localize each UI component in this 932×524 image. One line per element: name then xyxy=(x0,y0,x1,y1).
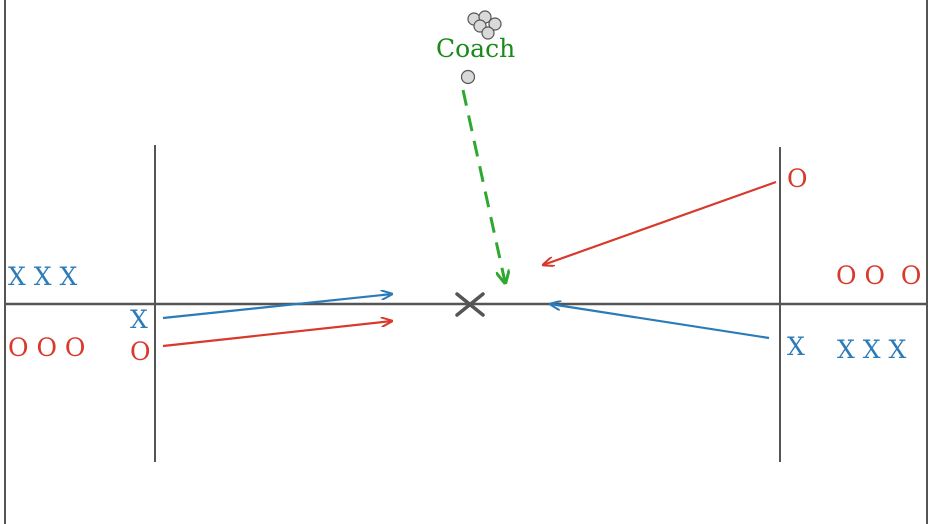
left-o-player: O xyxy=(130,337,151,366)
coach-ball-icon xyxy=(460,69,476,85)
right-x-group: X X X xyxy=(837,335,906,364)
ball-cluster-icon xyxy=(467,10,502,40)
cross-mark-icon xyxy=(455,292,485,317)
left-x-group: X X X xyxy=(8,262,77,291)
right-blue-run-arrow xyxy=(550,304,770,340)
right-o-group: O O O xyxy=(836,261,921,290)
left-blue-run-arrow xyxy=(162,294,392,320)
left-red-run-arrow xyxy=(162,321,392,348)
left-x-player: X xyxy=(130,305,148,334)
right-x-player: X xyxy=(787,332,805,361)
coach-label: Coach xyxy=(436,34,515,63)
right-red-run-arrow xyxy=(543,180,777,265)
right-o-top-player: O xyxy=(787,164,808,193)
coach-pass-arrow xyxy=(461,89,505,282)
left-o-group: O O O xyxy=(8,333,85,362)
